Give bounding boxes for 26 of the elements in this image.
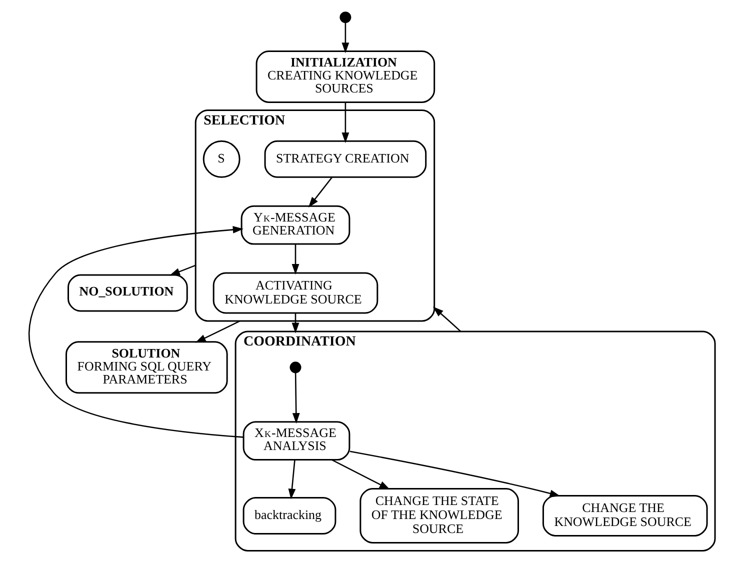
arrow — [169, 264, 196, 276]
node-box: NO_SOLUTION — [68, 274, 188, 312]
node-box: STRATEGY CREATION — [264, 140, 427, 178]
arrow — [342, 22, 350, 54]
node-box: XK-MESSAGE ANALYSIS — [242, 421, 350, 461]
node-box: backtracking — [242, 497, 336, 534]
arrow — [432, 306, 462, 332]
arrow — [195, 320, 240, 343]
arrow — [332, 459, 390, 490]
arrow — [28, 226, 244, 438]
arrow — [292, 372, 300, 424]
node-box: CHANGE THE KNOWLEDGE SOURCE — [542, 495, 708, 536]
node-box: ACTIVATING KNOWLEDGE SOURCE — [212, 272, 378, 314]
node-circle: S — [202, 140, 240, 178]
node-box: CHANGE THE STATE OF THE KNOWLEDGE SOURCE — [360, 488, 519, 544]
arrow — [308, 176, 333, 208]
node-circle — [290, 362, 302, 374]
arrow — [350, 450, 560, 498]
arrow — [292, 313, 300, 334]
node-circle — [340, 12, 352, 24]
arrow — [292, 244, 300, 275]
node-box: INITIALIZATION CREATING KNOWLEDGE SOURCES — [256, 50, 436, 103]
arrow — [342, 102, 350, 144]
arrow — [288, 460, 296, 500]
node-box: SOLUTION FORMING SQL QUERY PARAMETERS — [66, 341, 228, 394]
node-box: YK-MESSAGE GENERATION — [240, 205, 350, 245]
